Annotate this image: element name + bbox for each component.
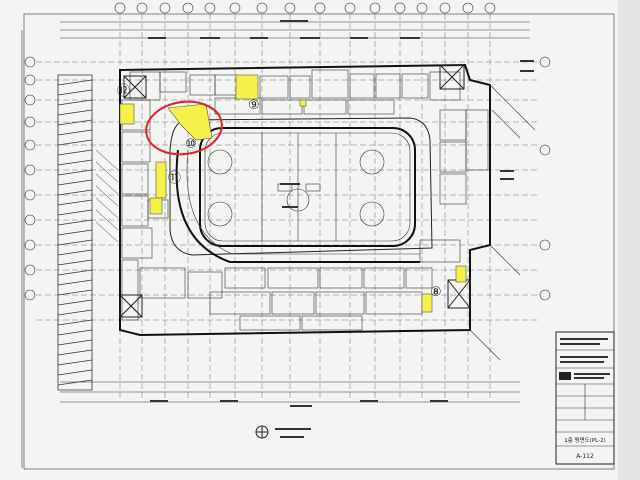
left-rooms xyxy=(121,99,169,321)
marker-10: ⑩ xyxy=(185,137,197,152)
highlight-room-12 xyxy=(119,103,135,125)
title-block-caption: 1층 평면도(PL-2) xyxy=(564,436,606,444)
title-block xyxy=(555,331,615,465)
ice-rink-outline xyxy=(199,127,416,247)
red-annotation-circle xyxy=(145,100,223,156)
sheet-number: A-112 xyxy=(576,453,594,460)
highlight-room-11 xyxy=(155,161,167,199)
faceoff-circle-top-right xyxy=(359,149,385,175)
left-diagonal-hatch xyxy=(95,149,119,243)
rink-bench-right xyxy=(305,183,321,192)
faceoff-circle-top-left xyxy=(207,149,233,175)
building-outline xyxy=(119,63,491,337)
highlighted-areas xyxy=(119,74,467,313)
left-hatched-band xyxy=(57,74,93,391)
right-grid-bubbles xyxy=(539,56,551,301)
curved-stand xyxy=(175,149,420,263)
scan-edge-shadow xyxy=(618,0,640,480)
marker-12: ⑫ xyxy=(117,84,130,99)
highlight-room-11b xyxy=(149,197,163,215)
sheet-border xyxy=(23,13,615,470)
right-rooms xyxy=(419,109,489,263)
section-marker xyxy=(255,425,311,439)
highlight-room-9 xyxy=(235,74,259,100)
highlight-strip-top xyxy=(299,99,307,107)
rink-center-circle xyxy=(286,188,310,212)
top-grid-bubbles xyxy=(114,2,496,14)
curved-stand-inner xyxy=(186,149,420,255)
faceoff-circle-bottom-left xyxy=(207,201,233,227)
marker-9: ⑨ xyxy=(248,98,260,113)
right-diagonal-walls xyxy=(469,84,536,361)
stair-cores xyxy=(119,64,471,318)
highlight-room-8b xyxy=(421,293,433,313)
illegible-annotations xyxy=(148,20,534,407)
highlight-room-10 xyxy=(167,103,213,141)
inner-corridor xyxy=(169,117,433,256)
vertical-grid-lines xyxy=(119,14,491,400)
faceoff-circle-bottom-right xyxy=(359,201,385,227)
marker-11: ⑪ xyxy=(168,171,181,186)
ice-rink-inner xyxy=(204,132,411,242)
left-grid-bubbles xyxy=(24,56,36,301)
highlight-room-8 xyxy=(455,265,467,283)
marker-8: ⑧ xyxy=(430,285,442,300)
